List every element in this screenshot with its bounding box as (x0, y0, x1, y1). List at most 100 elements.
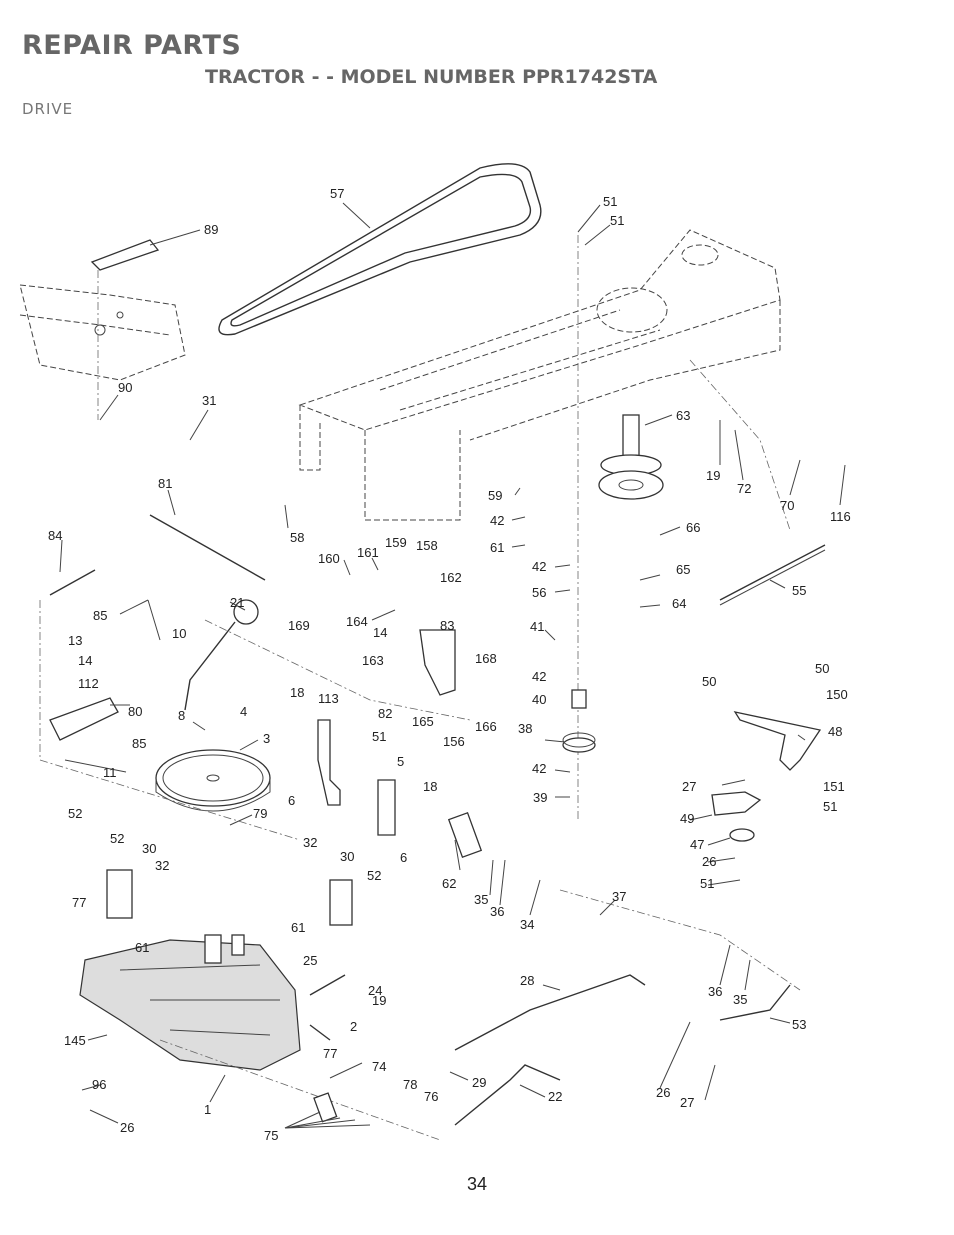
callout-96: 96 (92, 1077, 106, 1092)
callout-169: 169 (288, 618, 310, 633)
spacer-74 (313, 1092, 338, 1123)
callout-41: 41 (530, 619, 544, 634)
callout-72: 72 (737, 481, 751, 496)
callout-51: 51 (610, 213, 624, 228)
callout-30: 30 (340, 849, 354, 864)
callout-42: 42 (532, 669, 546, 684)
spring-55 (719, 544, 826, 606)
callout-11: 11 (103, 765, 117, 780)
callout-55: 55 (792, 583, 806, 598)
callout-70: 70 (780, 498, 794, 513)
shift-lever (184, 621, 236, 711)
callout-51: 51 (372, 729, 386, 744)
callout-35: 35 (474, 892, 488, 907)
part-89-bracket (90, 239, 160, 271)
callout-75: 75 (264, 1128, 278, 1143)
pulley-63 (598, 414, 664, 500)
dash-panel-outline (19, 284, 186, 381)
callout-52: 52 (68, 806, 82, 821)
callout-8: 8 (178, 708, 185, 723)
callout-6: 6 (400, 850, 407, 865)
callout-38: 38 (518, 721, 532, 736)
callout-79: 79 (253, 806, 267, 821)
callout-58: 58 (290, 530, 304, 545)
rod-53 (719, 984, 791, 1021)
callout-160: 160 (318, 551, 340, 566)
callout-62: 62 (442, 876, 456, 891)
callout-150: 150 (826, 687, 848, 702)
callout-42: 42 (532, 559, 546, 574)
callout-14: 14 (78, 653, 92, 668)
callout-156: 156 (443, 734, 465, 749)
callout-25: 25 (303, 953, 317, 968)
callout-166: 166 (475, 719, 497, 734)
callout-84: 84 (48, 528, 62, 543)
callout-83: 83 (440, 618, 454, 633)
callout-27: 27 (682, 779, 696, 794)
callout-61: 61 (490, 540, 504, 555)
callout-76: 76 (424, 1089, 438, 1104)
callout-151: 151 (823, 779, 845, 794)
callout-26: 26 (120, 1120, 134, 1135)
callout-64: 64 (672, 596, 686, 611)
callout-51: 51 (603, 194, 617, 209)
callout-19: 19 (706, 468, 720, 483)
callout-66: 66 (686, 520, 700, 535)
callout-24: 24 (368, 983, 382, 998)
callout-32: 32 (155, 858, 169, 873)
spring-25 (309, 974, 346, 996)
callout-42: 42 (490, 513, 504, 528)
callout-13: 13 (68, 633, 82, 648)
bracket-30-right (329, 879, 353, 926)
callout-159: 159 (385, 535, 407, 550)
model-subtitle: TRACTOR - - MODEL NUMBER PPR1742STA (205, 66, 658, 88)
rod-81 (149, 514, 266, 581)
callout-3: 3 (263, 731, 270, 746)
callout-164: 164 (346, 614, 368, 629)
pulley-3 (155, 749, 271, 812)
rod-22 (454, 1064, 561, 1126)
frame-outline (298, 229, 781, 521)
callout-56: 56 (532, 585, 546, 600)
callout-34: 34 (520, 917, 534, 932)
callout-77: 77 (323, 1046, 337, 1061)
callout-74: 74 (372, 1059, 386, 1074)
callout-29: 29 (472, 1075, 486, 1090)
callout-168: 168 (475, 651, 497, 666)
callout-81: 81 (158, 476, 172, 491)
rod-84 (49, 569, 96, 596)
pulley-stack-center (562, 689, 596, 753)
callout-21: 21 (230, 595, 244, 610)
callout-57: 57 (330, 186, 344, 201)
callout-39: 39 (533, 790, 547, 805)
rod-28 (454, 974, 646, 1051)
callout-18: 18 (290, 685, 304, 700)
callout-61: 61 (291, 920, 305, 935)
page-number: 34 (466, 1174, 488, 1194)
bracket-113 (317, 719, 341, 806)
shift-knob (233, 599, 259, 625)
callout-47: 47 (690, 837, 704, 852)
callout-36: 36 (708, 984, 722, 999)
transaxle-1 (79, 934, 301, 1071)
callout-145: 145 (64, 1033, 86, 1048)
callout-112: 112 (78, 676, 99, 691)
bracket-49 (711, 791, 762, 816)
callout-50: 50 (815, 661, 829, 676)
bracket-165 (419, 629, 456, 696)
callout-26: 26 (702, 854, 716, 869)
callout-63: 63 (676, 408, 690, 423)
callout-59: 59 (488, 488, 502, 503)
callout-65: 65 (676, 562, 690, 577)
plate-80 (49, 697, 119, 741)
callout-2: 2 (350, 1019, 357, 1034)
callout-52: 52 (110, 831, 124, 846)
callout-36: 36 (490, 904, 504, 919)
callout-37: 37 (612, 889, 626, 904)
callout-90: 90 (118, 380, 132, 395)
callout-6: 6 (288, 793, 295, 808)
callout-31: 31 (202, 393, 216, 408)
callout-22: 22 (548, 1089, 562, 1104)
callout-163: 163 (362, 653, 384, 668)
callout-27: 27 (680, 1095, 694, 1110)
